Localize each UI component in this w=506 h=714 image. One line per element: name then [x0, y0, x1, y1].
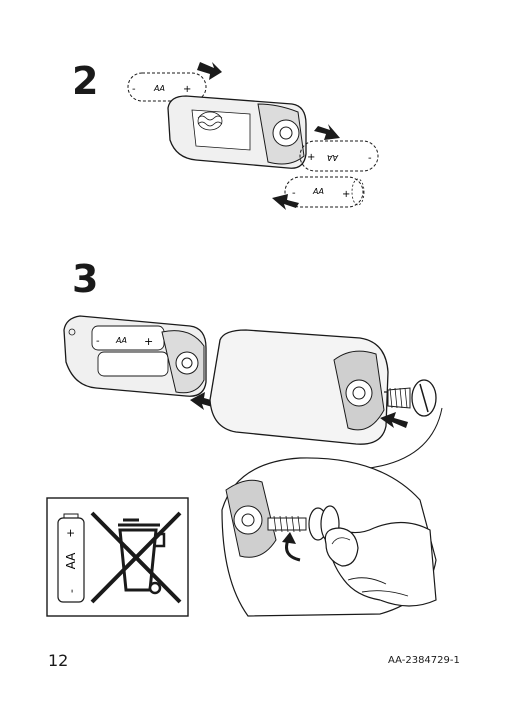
battery-aa-label: AA: [115, 336, 127, 345]
battery-minus-label: -: [368, 153, 372, 164]
battery-aa-label: AA: [327, 153, 339, 162]
crossed-out-wheelie-bin-icon: [90, 511, 182, 604]
step-2-number: 2: [72, 59, 99, 103]
battery-plus-label: +: [342, 189, 350, 200]
battery-minus-label: -: [65, 589, 78, 593]
battery-outline-top: - AA +: [127, 72, 207, 102]
step-3-number: 3: [72, 257, 99, 301]
battery-minus-label: -: [96, 336, 100, 347]
battery-minus-label: -: [132, 84, 136, 95]
battery-aa-label: AA: [312, 187, 324, 196]
light-housing: [209, 329, 389, 445]
battery-outline-bottom: - AA +: [284, 176, 365, 208]
battery-holder: [167, 95, 307, 169]
battery-holder-loaded: AA + -: [63, 315, 207, 397]
arrow-icon: [314, 124, 340, 140]
screw-icon: [384, 379, 437, 417]
hand-illustration: [324, 521, 437, 607]
battery-aa-label: AA: [153, 84, 165, 93]
battery-aa-label: AA: [64, 552, 78, 570]
disposal-notice-box: + AA -: [46, 497, 189, 617]
aa-battery-icon: + AA -: [57, 513, 85, 603]
document-id: AA-2384729-1: [388, 655, 460, 666]
detail-callout: [221, 457, 437, 617]
arrow-icon: [272, 194, 299, 210]
arrow-icon: [197, 62, 222, 80]
battery-minus-label: -: [292, 188, 296, 199]
page-number: 12: [48, 651, 69, 670]
battery-plus-label: +: [307, 152, 315, 163]
arrow-icon: [380, 412, 408, 428]
battery-outline-middle: AA + -: [299, 140, 379, 172]
battery-plus-label: +: [64, 528, 77, 537]
battery-plus-label: +: [144, 335, 153, 348]
battery-plus-label: +: [183, 84, 191, 95]
